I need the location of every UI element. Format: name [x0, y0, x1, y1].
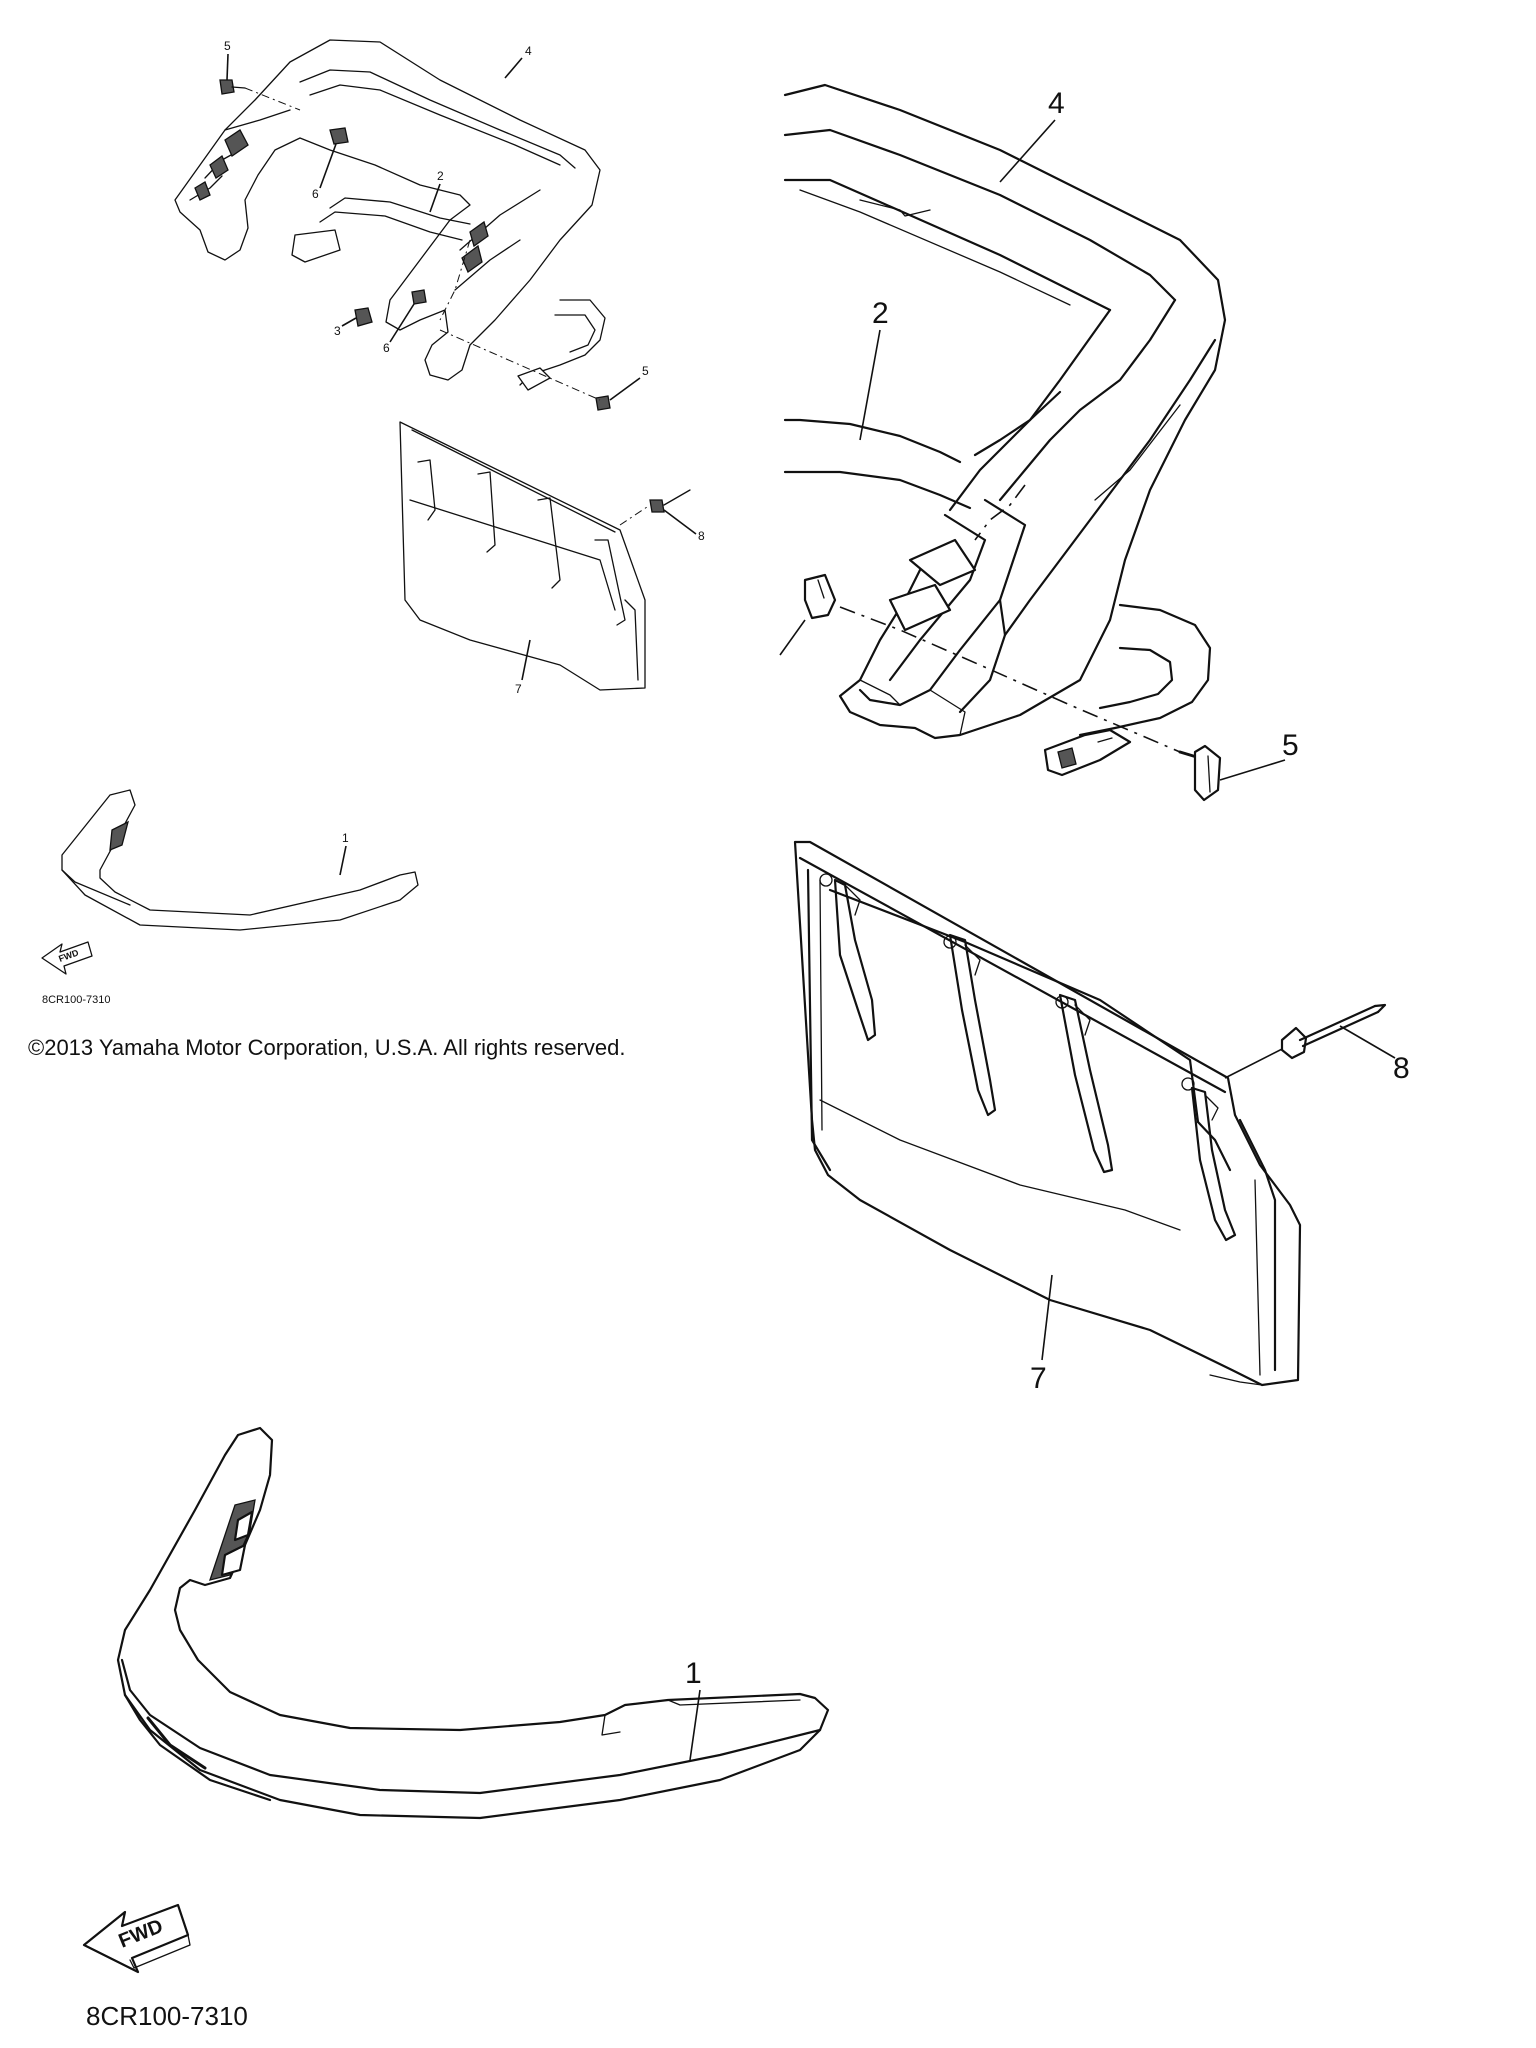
overview-callout-6b: 6 — [383, 341, 390, 355]
detail-callout-1: 1 — [685, 1657, 702, 1690]
detail-callout-4: 4 — [1048, 87, 1065, 120]
detail-callout-8: 8 — [1393, 1052, 1410, 1085]
overview-diagram: FWD 5 4 6 2 3 6 5 8 7 1 8CR100-7310 — [41, 39, 705, 1006]
overview-callout-3: 3 — [334, 324, 341, 338]
overview-bumper — [61, 789, 419, 931]
overview-hardware — [219, 79, 691, 526]
overview-diagram-code: 8CR100-7310 — [42, 994, 111, 1006]
overview-callout-2: 2 — [437, 169, 444, 183]
detail-bumper — [116, 1426, 830, 1820]
overview-callouts: 5 4 6 2 3 6 5 8 7 1 — [224, 39, 705, 876]
overview-rear-frame — [174, 39, 601, 381]
overview-callout-8: 8 — [698, 529, 705, 543]
detail-callout-7: 7 — [1030, 1362, 1047, 1395]
overview-callout-4: 4 — [525, 44, 532, 58]
detail-callout-2: 2 — [872, 297, 889, 330]
detail-rear-frame — [783, 83, 1227, 740]
overview-flap — [399, 421, 646, 691]
overview-lower-guard — [291, 197, 606, 391]
overview-callout-1: 1 — [342, 831, 349, 845]
overview-callout-5a: 5 — [224, 39, 231, 53]
overview-callout-5b: 5 — [642, 364, 649, 378]
overview-fwd-arrow: FWD — [41, 941, 93, 975]
detail-flap — [793, 840, 1302, 1387]
detail-flap-group: 8 7 — [793, 840, 1410, 1395]
overview-callout-6a: 6 — [312, 187, 319, 201]
detail-lower-guard — [783, 418, 1212, 777]
detail-nut — [779, 573, 1181, 753]
detail-rear-frame-group: 4 2 5 — [779, 83, 1299, 802]
copyright-notice: ©2013 Yamaha Motor Corporation, U.S.A. A… — [28, 1035, 626, 1060]
detail-flange-bolt — [1178, 744, 1222, 802]
detail-rivet — [1224, 1003, 1387, 1079]
detail-fwd-arrow: FWD — [82, 1903, 191, 1974]
detail-bumper-group: 1 — [116, 1426, 830, 1820]
overview-callout-7: 7 — [515, 682, 522, 696]
detail-callout-5: 5 — [1282, 729, 1299, 762]
detail-diagram-code: 8CR100-7310 — [86, 2001, 248, 2031]
